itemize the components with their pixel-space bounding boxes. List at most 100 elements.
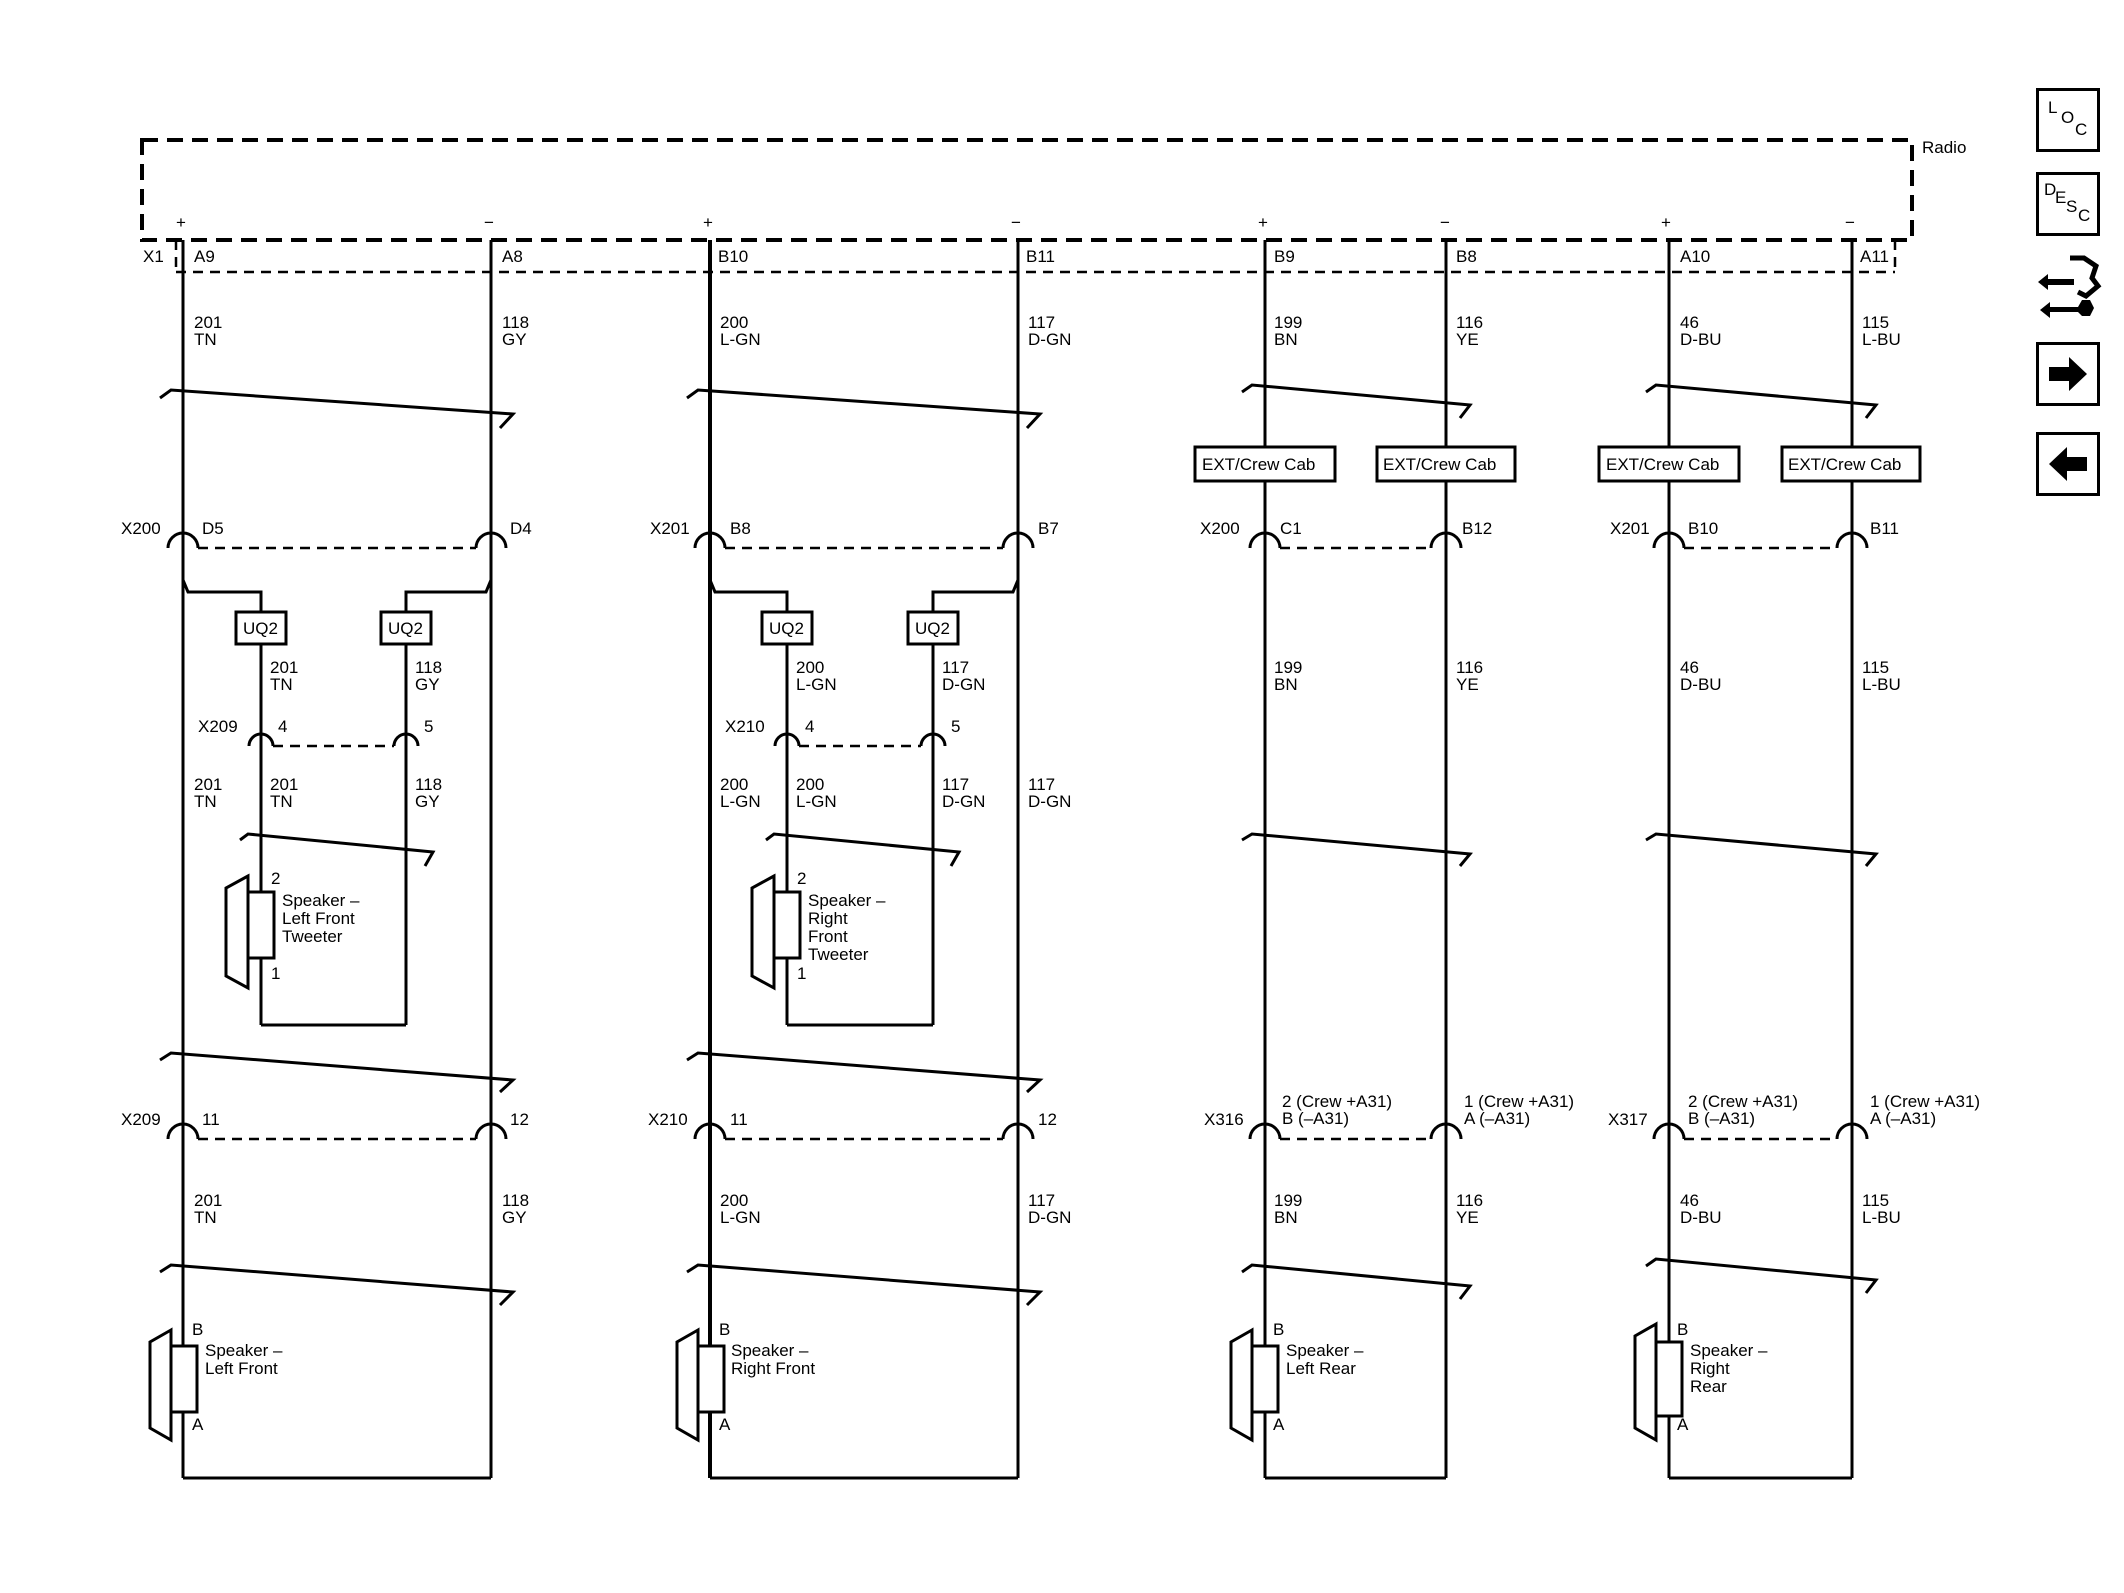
svg-text:D-BU: D-BU [1680, 675, 1722, 694]
svg-text:Tweeter: Tweeter [808, 945, 869, 964]
svg-text:GY: GY [502, 1208, 527, 1227]
svg-text:A: A [1677, 1415, 1689, 1434]
loc-button[interactable]: L O C [2036, 88, 2100, 152]
svg-text:YE: YE [1456, 1208, 1479, 1227]
svg-text:117: 117 [1028, 775, 1055, 794]
arrow-left-icon [2049, 447, 2087, 481]
svg-text:116: 116 [1456, 1191, 1483, 1210]
svg-text:C1: C1 [1280, 519, 1302, 538]
svg-text:Tweeter: Tweeter [282, 927, 343, 946]
svg-text:Speaker –: Speaker – [808, 891, 886, 910]
svg-text:L-GN: L-GN [796, 675, 837, 694]
svg-text:199: 199 [1274, 313, 1302, 332]
circuit-right-front: 200 L-GN 117 D-GN X201 B8 B7 UQ2 UQ2 200… [648, 240, 1071, 1480]
pin-label: B8 [1456, 247, 1477, 266]
speaker-left-front: B A Speaker – Left Front [148, 1320, 283, 1443]
svg-text:199: 199 [1274, 658, 1302, 677]
svg-text:118: 118 [415, 658, 442, 677]
svg-text:C: C [2078, 206, 2090, 225]
svg-text:D-GN: D-GN [1028, 1208, 1071, 1227]
svg-text:BN: BN [1274, 1208, 1298, 1227]
svg-text:115: 115 [1862, 1191, 1889, 1210]
svg-text:4: 4 [805, 717, 814, 736]
svg-text:D5: D5 [202, 519, 224, 538]
svg-text:201: 201 [270, 658, 298, 677]
option-label: EXT/Crew Cab [1202, 455, 1315, 474]
svg-text:X200: X200 [1200, 519, 1240, 538]
svg-text:116: 116 [1456, 313, 1483, 332]
polarity-mark: + [176, 213, 186, 232]
svg-text:A (–A31): A (–A31) [1870, 1109, 1936, 1128]
svg-text:4: 4 [278, 717, 287, 736]
svg-text:D: D [2044, 180, 2056, 199]
svg-text:UQ2: UQ2 [388, 619, 423, 638]
desc-button[interactable]: D E S C [2036, 172, 2100, 236]
svg-text:UQ2: UQ2 [915, 619, 950, 638]
polarity-mark: + [1661, 213, 1671, 232]
wrench-connector-button[interactable] [2034, 252, 2104, 326]
pin-label: A9 [194, 247, 215, 266]
svg-text:X201: X201 [1610, 519, 1650, 538]
svg-text:B: B [719, 1320, 730, 1339]
speaker-right-front-tweeter: 2 1 Speaker – Right Front Tweeter [750, 869, 886, 991]
svg-text:D-GN: D-GN [1028, 330, 1071, 349]
svg-text:1: 1 [797, 964, 806, 983]
circuit-left-front: 201 TN 118 GY X200 D5 D4 UQ2 UQ2 201 TN … [121, 240, 532, 1480]
svg-text:D-GN: D-GN [942, 675, 985, 694]
svg-text:5: 5 [424, 717, 433, 736]
svg-text:Right Front: Right Front [731, 1359, 815, 1378]
svg-text:S: S [2066, 197, 2077, 216]
svg-text:200: 200 [720, 775, 748, 794]
svg-text:2: 2 [271, 869, 280, 888]
wrench-connector-icon [2038, 255, 2102, 318]
polarity-mark: − [1011, 213, 1021, 232]
svg-text:TN: TN [270, 675, 293, 694]
next-page-button[interactable] [2036, 342, 2100, 406]
desc-icon: D E S C [2044, 180, 2090, 225]
svg-text:Left Front: Left Front [205, 1359, 278, 1378]
svg-text:A: A [719, 1415, 731, 1434]
svg-text:B11: B11 [1870, 519, 1899, 538]
svg-text:A: A [1273, 1415, 1285, 1434]
svg-text:D-GN: D-GN [1028, 792, 1071, 811]
svg-text:117: 117 [942, 658, 969, 677]
svg-text:L: L [2048, 98, 2057, 117]
svg-text:X201: X201 [650, 519, 690, 538]
svg-text:C: C [2075, 120, 2087, 139]
svg-text:TN: TN [194, 1208, 217, 1227]
svg-text:GY: GY [415, 675, 440, 694]
svg-text:Left Rear: Left Rear [1286, 1359, 1356, 1378]
svg-text:X317: X317 [1608, 1110, 1648, 1129]
svg-text:200: 200 [720, 1191, 748, 1210]
pin-label: B11 [1026, 247, 1055, 266]
svg-text:X210: X210 [648, 1110, 688, 1129]
svg-text:Left Front: Left Front [282, 909, 355, 928]
svg-text:200: 200 [796, 658, 824, 677]
svg-text:D-BU: D-BU [1680, 330, 1722, 349]
svg-text:200: 200 [720, 313, 748, 332]
svg-text:118: 118 [502, 1191, 529, 1210]
svg-text:2 (Crew +A31): 2 (Crew +A31) [1282, 1092, 1392, 1111]
svg-text:Speaker –: Speaker – [731, 1341, 809, 1360]
svg-text:116: 116 [1456, 658, 1483, 677]
radio-pins: + A9 − A8 + B10 − B11 + B9 − B8 + A10 − … [176, 213, 1889, 266]
svg-text:Speaker –: Speaker – [1286, 1341, 1364, 1360]
polarity-mark: + [1258, 213, 1268, 232]
svg-text:X210: X210 [725, 717, 765, 736]
svg-text:B: B [192, 1320, 203, 1339]
svg-text:117: 117 [942, 775, 969, 794]
svg-text:46: 46 [1680, 658, 1699, 677]
circuit-right-rear: 46 D-BU 115 L-BU EXT/Crew Cab EXT/Crew C… [1597, 240, 1980, 1480]
svg-text:L-GN: L-GN [796, 792, 837, 811]
svg-text:BN: BN [1274, 330, 1298, 349]
svg-text:A: A [192, 1415, 204, 1434]
svg-text:B: B [1273, 1320, 1284, 1339]
svg-text:115: 115 [1862, 313, 1889, 332]
svg-text:12: 12 [1038, 1110, 1057, 1129]
previous-page-button[interactable] [2036, 432, 2100, 496]
svg-text:1 (Crew +A31): 1 (Crew +A31) [1464, 1092, 1574, 1111]
radio-label: Radio [1922, 138, 1966, 157]
svg-text:201: 201 [194, 313, 222, 332]
svg-text:B (–A31): B (–A31) [1688, 1109, 1755, 1128]
